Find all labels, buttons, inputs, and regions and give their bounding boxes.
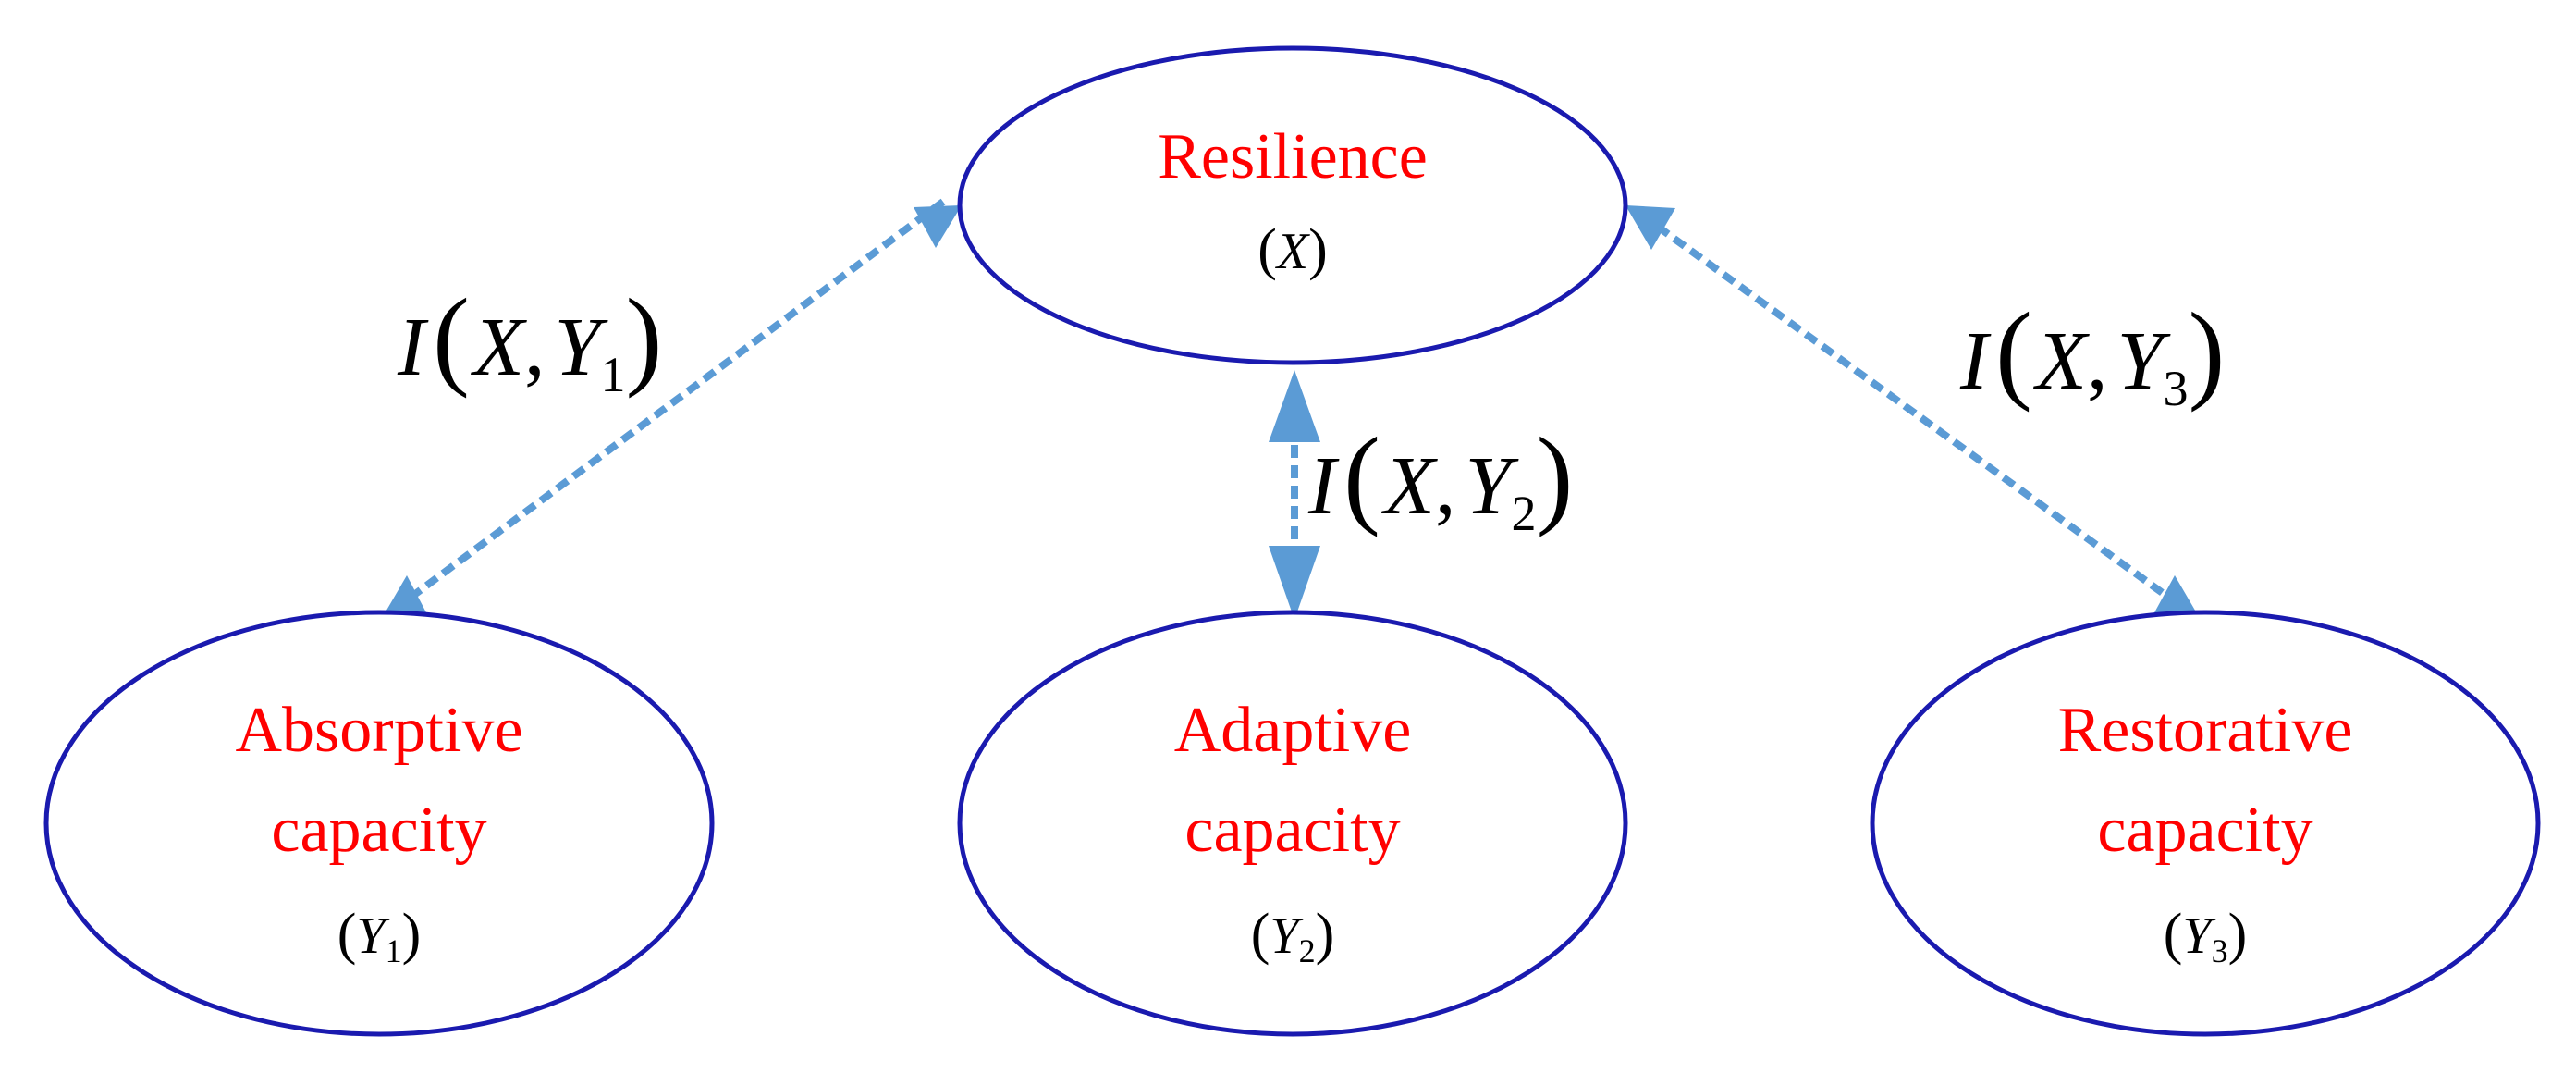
node-adaptive: Adaptive capacity (Y2) [957,610,1628,1037]
node-restorative: Restorative capacity (Y3) [1870,610,2541,1037]
arrowhead-top-left [914,205,962,248]
node-absorptive-line1: Absorptive [235,695,522,766]
node-resilience: Resilience (X) [957,45,1628,365]
node-adaptive-line1: Adaptive [1174,695,1412,766]
node-restorative-ellipse [1870,610,2541,1037]
arrowhead-bottom-left [381,575,429,620]
edge-resilience-absorptive [381,198,962,620]
node-resilience-symbol: (X) [1257,218,1328,281]
node-restorative-symbol: (Y3) [2164,903,2247,969]
node-restorative-line2: capacity [2097,795,2312,866]
edge-label-mi-3: I(X,Y3) [1959,290,2225,416]
node-adaptive-ellipse [957,610,1628,1037]
edge-resilience-adaptive [1269,370,1320,620]
node-absorptive-ellipse [43,610,715,1037]
arrowhead-top-center [1269,370,1320,442]
node-adaptive-line2: capacity [1184,795,1400,866]
arrowhead-top-right [1625,205,1675,250]
edge-resilience-restorative [1625,205,2201,620]
node-restorative-line1: Restorative [2058,695,2353,766]
edge-label-mi-1: I(X,Y1) [397,276,662,402]
edge-label-mi-2: I(X,Y2) [1307,414,1573,541]
node-absorptive: Absorptive capacity (Y1) [43,610,715,1037]
arrowhead-bottom-center [1269,546,1320,620]
arrowhead-bottom-right [2153,575,2201,620]
node-resilience-ellipse [957,45,1628,365]
node-adaptive-symbol: (Y2) [1251,903,1334,969]
node-absorptive-line2: capacity [271,795,486,866]
node-resilience-label: Resilience [1158,121,1428,192]
node-absorptive-symbol: (Y1) [337,903,421,969]
